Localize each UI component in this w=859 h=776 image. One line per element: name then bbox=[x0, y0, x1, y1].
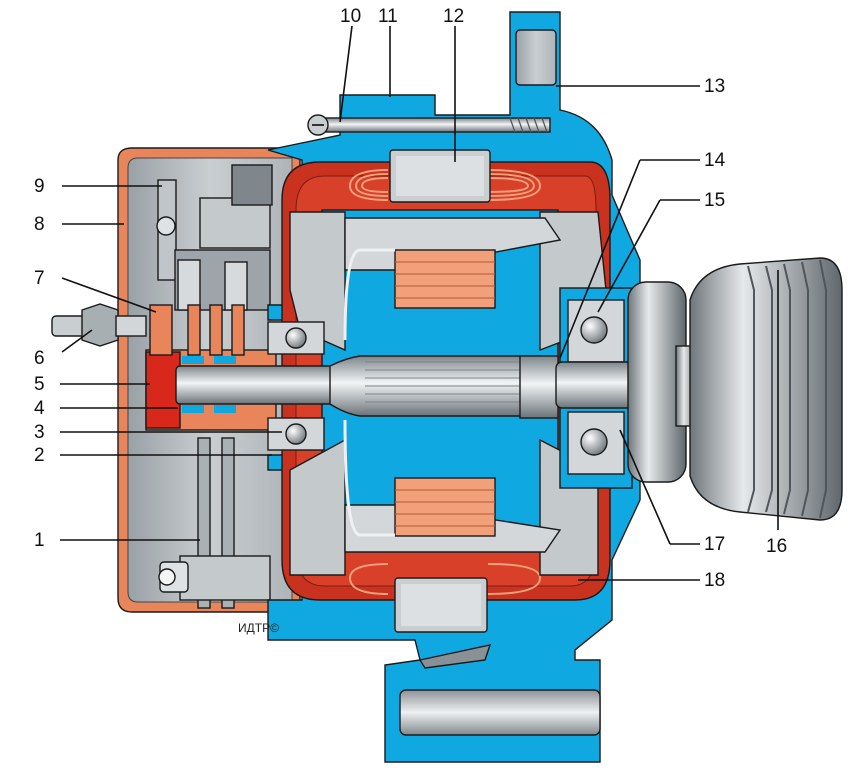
credit-mark: ИДТР© bbox=[238, 621, 279, 635]
output-terminal bbox=[51, 303, 147, 347]
callout-label-3: 3 bbox=[34, 422, 45, 443]
rotor bbox=[289, 209, 607, 576]
callout-label-9: 9 bbox=[34, 176, 45, 197]
tie-bolt bbox=[307, 114, 551, 136]
callout-label-4: 4 bbox=[34, 398, 45, 419]
diode-bridge bbox=[158, 437, 271, 609]
callout-label-18: 18 bbox=[704, 570, 725, 591]
callout-leaders bbox=[60, 25, 779, 581]
callout-label-10: 10 bbox=[340, 6, 361, 27]
callout-label-8: 8 bbox=[34, 214, 45, 235]
callout-label-12: 12 bbox=[443, 6, 464, 27]
rotor-shaft bbox=[175, 355, 647, 419]
callout-label-1: 1 bbox=[34, 530, 45, 551]
callout-labels: 1 2 3 4 5 6 7 8 9 10 11 12 13 14 15 16 1… bbox=[34, 6, 787, 591]
callout-label-15: 15 bbox=[704, 190, 725, 211]
callout-label-2: 2 bbox=[34, 445, 45, 466]
callout-label-14: 14 bbox=[704, 150, 726, 171]
pulley bbox=[627, 257, 843, 521]
slip-ring-assembly bbox=[145, 304, 277, 431]
callout-label-16: 16 bbox=[766, 536, 787, 557]
stator-terminal-block bbox=[389, 149, 491, 633]
brush-holder bbox=[156, 164, 273, 311]
callout-label-17: 17 bbox=[704, 534, 725, 555]
callout-label-7: 7 bbox=[34, 268, 45, 289]
callout-label-13: 13 bbox=[704, 76, 725, 97]
callout-label-5: 5 bbox=[34, 374, 45, 395]
rear-bearing bbox=[267, 321, 325, 451]
callout-label-11: 11 bbox=[378, 6, 398, 27]
callout-label-6: 6 bbox=[34, 348, 45, 369]
